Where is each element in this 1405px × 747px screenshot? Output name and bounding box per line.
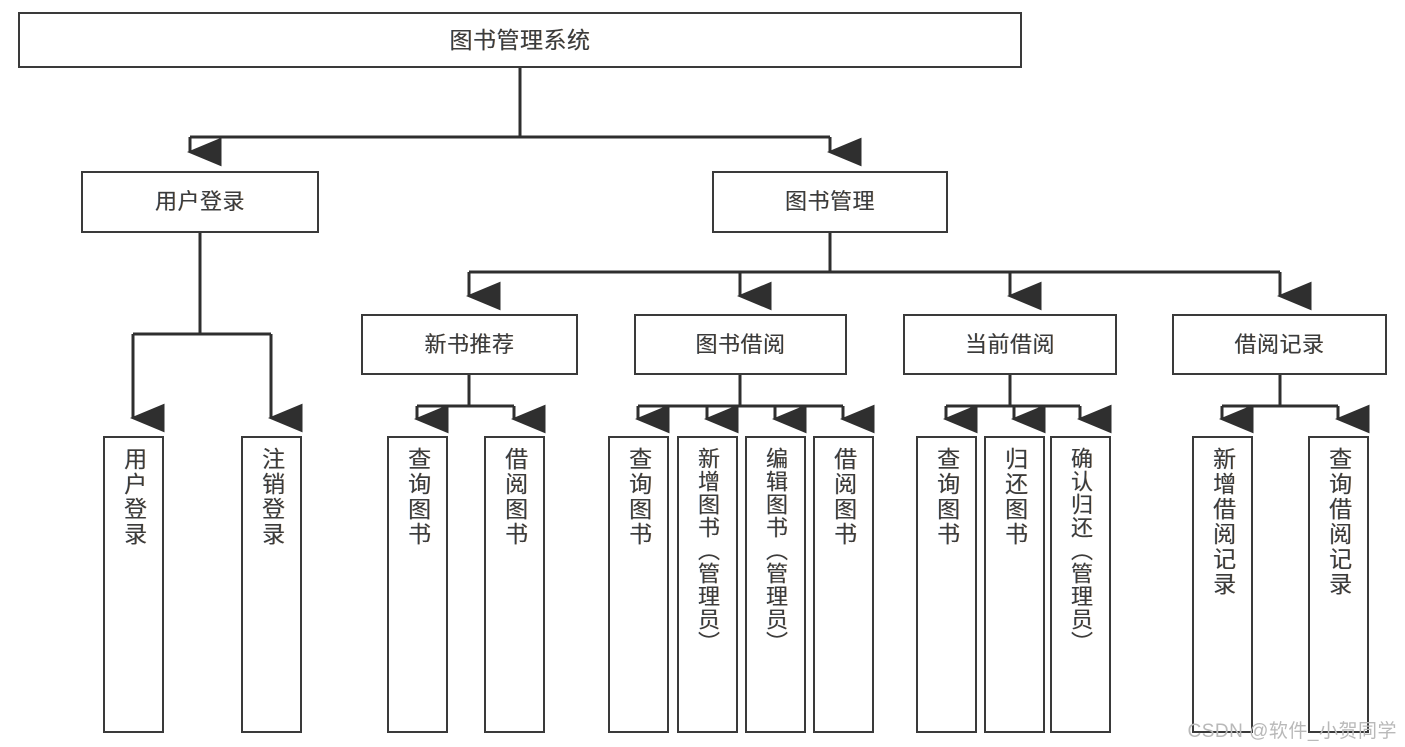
node-label: 查询图书: [625, 447, 652, 547]
node-book-manage[interactable]: 图书管理: [712, 171, 948, 233]
node-label: 借阅图书: [830, 447, 857, 547]
leaf-add-borrow-record[interactable]: 新增借阅记录: [1192, 436, 1253, 733]
node-label: 确认归还（管理员）: [1068, 447, 1094, 654]
node-label: 新增借阅记录: [1209, 447, 1236, 597]
node-label: 查询图书: [404, 447, 431, 547]
leaf-borrow-book-recommend[interactable]: 借阅图书: [484, 436, 545, 733]
node-label: 借阅图书: [501, 447, 528, 547]
node-label: 图书管理: [784, 189, 875, 215]
node-label: 新书推荐: [424, 331, 515, 357]
node-current-borrow[interactable]: 当前借阅: [903, 314, 1117, 375]
node-label: 查询图书: [933, 447, 960, 547]
leaf-query-book-recommend[interactable]: 查询图书: [387, 436, 448, 733]
node-label: 查询借阅记录: [1325, 447, 1352, 597]
leaf-borrow-book[interactable]: 借阅图书: [813, 436, 874, 733]
leaf-return-book[interactable]: 归还图书: [984, 436, 1045, 733]
node-label: 借阅记录: [1234, 331, 1325, 357]
node-label: 用户登录: [154, 189, 245, 215]
node-new-book-recommend[interactable]: 新书推荐: [361, 314, 578, 375]
node-label: 图书管理系统: [449, 26, 591, 53]
node-label: 用户登录: [120, 447, 147, 547]
node-label: 图书借阅: [695, 331, 786, 357]
leaf-edit-book[interactable]: 编辑图书（管理员）: [745, 436, 806, 733]
node-label: 新增图书（管理员）: [695, 447, 721, 654]
leaf-query-book-current[interactable]: 查询图书: [916, 436, 977, 733]
leaf-logout[interactable]: 注销登录: [241, 436, 302, 733]
node-borrow-record[interactable]: 借阅记录: [1172, 314, 1387, 375]
leaf-user-login[interactable]: 用户登录: [103, 436, 164, 733]
leaf-query-borrow-record[interactable]: 查询借阅记录: [1308, 436, 1369, 733]
node-label: 当前借阅: [964, 331, 1055, 357]
leaf-query-book-borrow[interactable]: 查询图书: [608, 436, 669, 733]
node-user-login[interactable]: 用户登录: [81, 171, 319, 233]
watermark-text: CSDN @软件_小贺同学: [1187, 721, 1397, 742]
leaf-add-book[interactable]: 新增图书（管理员）: [677, 436, 738, 733]
node-book-borrow[interactable]: 图书借阅: [634, 314, 847, 375]
node-label: 归还图书: [1001, 447, 1028, 547]
node-root-system[interactable]: 图书管理系统: [18, 12, 1022, 68]
node-label: 注销登录: [258, 447, 285, 547]
node-label: 编辑图书（管理员）: [763, 447, 789, 654]
leaf-confirm-return[interactable]: 确认归还（管理员）: [1050, 436, 1111, 733]
